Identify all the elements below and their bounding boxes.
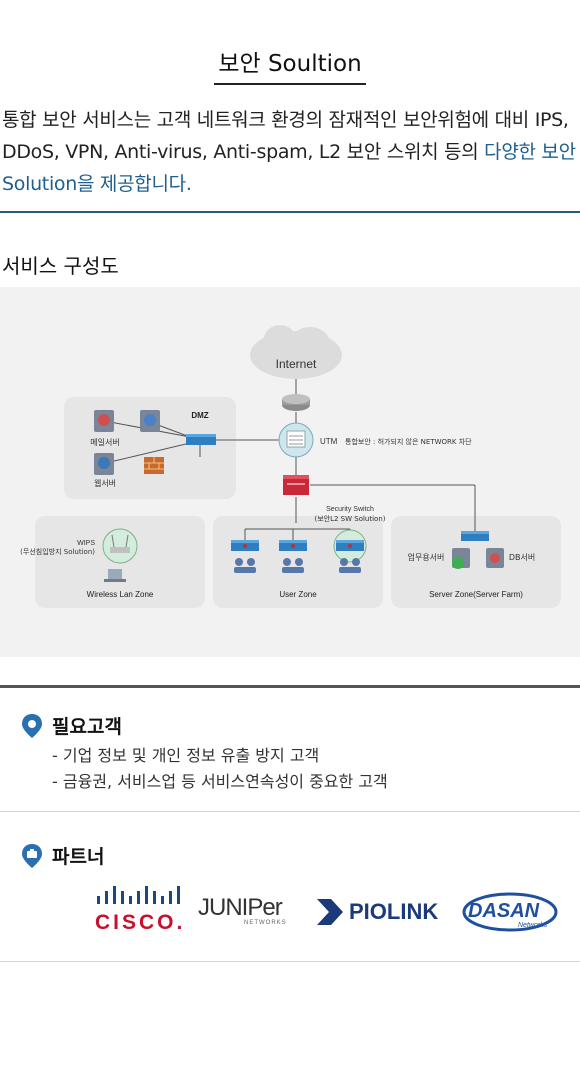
cisco-bars-icon <box>97 886 180 904</box>
server-switch-icon <box>461 531 489 541</box>
partner-logos: CISCO. JUNIPer NETWORKS PIOLINK DASAN Ne… <box>90 880 570 940</box>
wireless-zone-label: Wireless Lan Zone <box>87 590 154 599</box>
network-diagram: Internet UTM 통합보안 : 허가되지 않은 NETWORK 차단 S… <box>0 287 580 657</box>
dasan-text: DASAN <box>468 900 540 922</box>
internet-cloud-icon <box>250 325 342 379</box>
piolink-chevron-icon <box>317 899 343 925</box>
wips-sub-label: (무선침입방지 Solution) <box>20 547 95 556</box>
web-server-label: 웹서버 <box>94 478 116 488</box>
security-switch-sub: (보안L2 SW Solution) <box>314 514 385 523</box>
dns-server-icon <box>140 410 160 432</box>
network-diagram-svg: Internet UTM 통합보안 : 허가되지 않은 NETWORK 차단 S… <box>20 325 561 608</box>
intro-text: 통합 보안 서비스는 고객 네트워크 환경의 잠재적인 보안위험에 대비 IPS… <box>2 104 578 200</box>
customers-title: 필요고객 <box>52 716 122 738</box>
db-server-icon <box>486 548 504 568</box>
customers-item: - 금융권, 서비스업 등 서비스연속성이 중요한 고객 <box>52 772 388 791</box>
section-divider-dark <box>0 685 580 688</box>
partners-title: 파트너 <box>52 846 105 868</box>
router-icon <box>282 394 310 411</box>
db-server-label: DB서버 <box>509 552 535 562</box>
dmz-switch-icon <box>186 434 216 445</box>
customers-item: - 기업 정보 및 개인 정보 유출 방지 고객 <box>52 746 320 765</box>
juniper-text: JUNIPer <box>198 894 283 921</box>
security-switch-icon <box>283 475 309 495</box>
server-zone-label: Server Zone(Server Farm) <box>429 590 523 599</box>
laptop-icon <box>104 569 126 582</box>
firewall-icon <box>144 457 164 474</box>
user-group-icons <box>234 558 361 573</box>
page-title-wrap: 보안 Soultion <box>0 44 580 85</box>
dmz-label: DMZ <box>191 411 208 420</box>
intro-text-highlight: 다양한 보안 Solution을 제공합니다. <box>2 141 576 195</box>
dasan-logo: DASAN Networks <box>462 890 562 934</box>
cisco-text: CISCO. <box>95 911 186 934</box>
juniper-logo: JUNIPer NETWORKS <box>198 896 298 930</box>
thin-divider-bottom <box>0 961 580 962</box>
security-switch-label: Security Switch <box>326 506 374 513</box>
thin-divider <box>0 811 580 812</box>
diagram-section-title: 서비스 구성도 <box>2 254 119 278</box>
dasan-sub-text: Networks <box>518 922 548 929</box>
mail-server-icon <box>94 410 114 432</box>
intro-text-main: 통합 보안 서비스는 고객 네트워크 환경의 잠재적인 보안위험에 대비 IPS… <box>2 109 569 163</box>
biz-server-icon <box>452 548 470 569</box>
utm-label: UTM <box>320 437 338 446</box>
user-zone-label: User Zone <box>279 590 317 599</box>
server-zone-box <box>391 516 561 608</box>
partners-heading: 파트너 <box>20 842 104 869</box>
customers-list: - 기업 정보 및 개인 정보 유출 방지 고객 - 금융권, 서비스업 등 서… <box>52 743 388 795</box>
wips-label: WIPS <box>77 540 95 547</box>
location-pin-icon <box>22 713 42 738</box>
section-divider <box>0 211 580 213</box>
piolink-text: PIOLINK <box>349 899 439 924</box>
web-server-icon <box>94 453 114 475</box>
utm-icon <box>278 422 314 458</box>
customers-heading: 필요고객 <box>20 712 122 739</box>
juniper-sub-text: NETWORKS <box>244 920 287 926</box>
utm-description: 통합보안 : 허가되지 않은 NETWORK 차단 <box>345 437 472 446</box>
wireless-ap-icon <box>102 528 138 564</box>
user-switch-1-icon <box>231 540 259 551</box>
cisco-logo: CISCO. <box>95 884 187 936</box>
user-switch-2-icon <box>279 540 307 551</box>
piolink-logo: PIOLINK <box>315 895 455 929</box>
page-title: 보안 Soultion <box>214 44 366 85</box>
briefcase-pin-icon <box>22 843 42 868</box>
user-switch-3-icon <box>333 529 367 563</box>
mail-server-label: 메일서버 <box>90 437 119 447</box>
biz-server-label: 업무용서버 <box>408 552 445 562</box>
internet-label: Internet <box>276 357 317 371</box>
dasan-swoosh-icon <box>462 892 558 932</box>
